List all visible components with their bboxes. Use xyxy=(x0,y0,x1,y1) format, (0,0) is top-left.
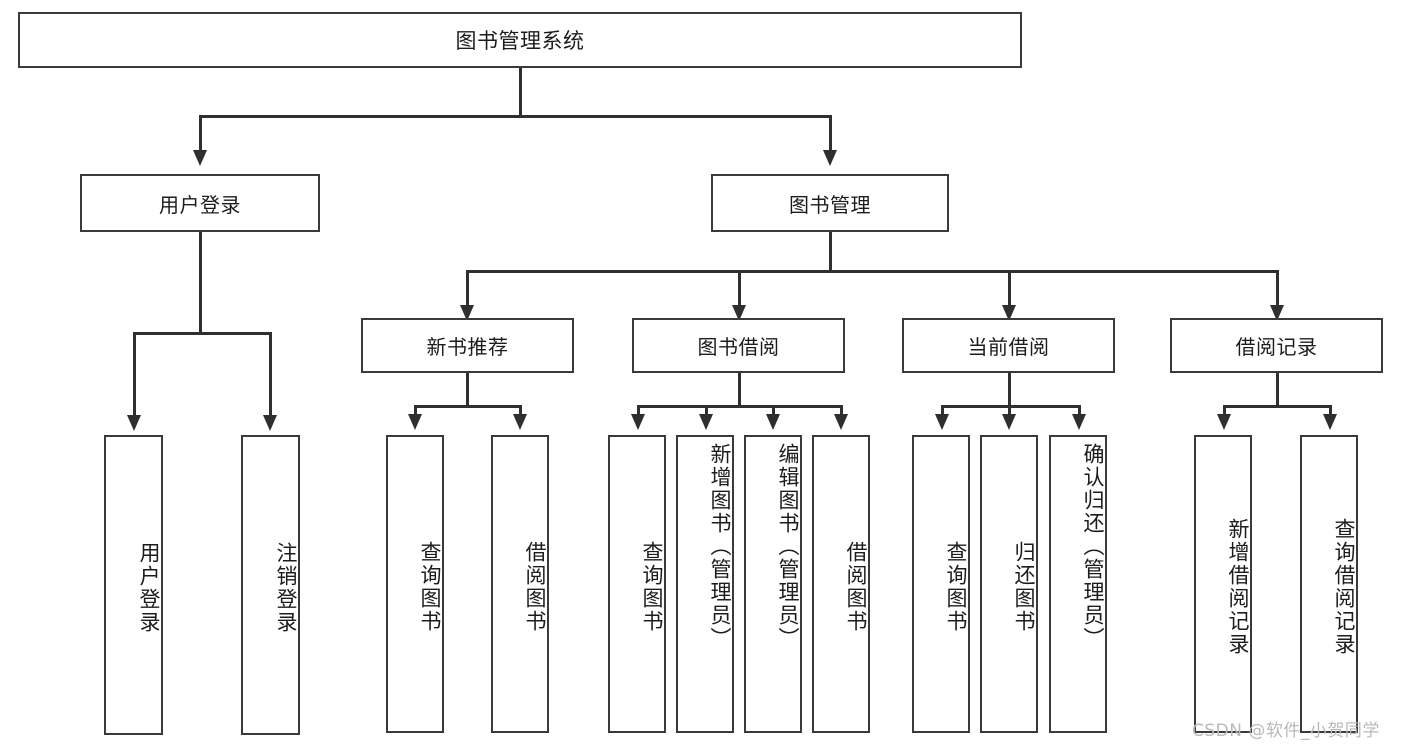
arrowhead-icon-borrow-record-0 xyxy=(1217,414,1231,430)
node-book-borrow[interactable]: 图书借阅 xyxy=(632,318,845,373)
connector-level2-drop-3 xyxy=(1276,270,1279,308)
connector-current-borrow-stem xyxy=(1008,373,1011,407)
arrowhead-icon-level1-1 xyxy=(823,150,837,166)
leaf-new-book-0[interactable]: 查询图书 xyxy=(386,435,444,733)
node-user-login[interactable]: 用户登录 xyxy=(80,174,320,232)
node-borrow-record[interactable]: 借阅记录 xyxy=(1170,318,1383,373)
arrowhead-icon-current-borrow-2 xyxy=(1072,414,1086,430)
leaf-user-login-0[interactable]: 用户登录 xyxy=(104,435,163,735)
node-label: 查询图书 xyxy=(418,541,442,633)
connector-new-book-drop-1 xyxy=(519,405,522,417)
node-book-management[interactable]: 图书管理 xyxy=(711,174,949,232)
arrowhead-icon-level2-1 xyxy=(732,305,746,321)
node-label: 图书管理系统 xyxy=(455,29,585,53)
arrowhead-icon-book-borrow-0 xyxy=(631,414,645,430)
connector-current-borrow-drop-2 xyxy=(1078,405,1081,417)
arrowhead-icon-book-borrow-2 xyxy=(766,414,780,430)
node-current-borrow[interactable]: 当前借阅 xyxy=(902,318,1115,373)
arrowhead-icon-current-borrow-0 xyxy=(935,414,949,430)
arrowhead-icon-book-borrow-3 xyxy=(834,414,848,430)
node-label: 新书推荐 xyxy=(426,335,509,359)
connector-borrow-record-drop-1 xyxy=(1329,405,1332,417)
node-label: 查询借阅记录 xyxy=(1332,518,1356,656)
node-label: 注销登录 xyxy=(274,542,298,634)
node-label: 编辑图书（管理员） xyxy=(776,443,800,650)
node-label: 借阅图书 xyxy=(523,541,547,633)
arrowhead-icon-book-borrow-1 xyxy=(699,414,713,430)
connector-current-borrow-drop-0 xyxy=(941,405,944,417)
node-root-book-management-system[interactable]: 图书管理系统 xyxy=(18,12,1022,68)
connector-new-book-stem xyxy=(466,373,469,407)
connector-level1-drop-1 xyxy=(829,115,832,153)
connector-level1-drop-0 xyxy=(199,115,202,153)
connector-user-login-bus xyxy=(133,332,271,335)
node-label: 借阅图书 xyxy=(844,541,868,633)
leaf-book-borrow-0[interactable]: 查询图书 xyxy=(608,435,666,733)
connector-level2-drop-1 xyxy=(738,270,741,308)
leaf-current-borrow-1[interactable]: 归还图书 xyxy=(980,435,1038,733)
node-label: 用户登录 xyxy=(137,542,161,634)
connector-borrow-record-drop-0 xyxy=(1223,405,1226,417)
arrowhead-icon-user-login-0 xyxy=(127,415,141,431)
connector-current-borrow-drop-1 xyxy=(1008,405,1011,417)
leaf-book-borrow-2[interactable]: 编辑图书（管理员） xyxy=(744,435,802,733)
arrowhead-icon-level2-3 xyxy=(1270,305,1284,321)
connector-borrow-record-bus xyxy=(1223,405,1331,408)
connector-level2-drop-2 xyxy=(1008,270,1011,308)
node-label: 查询图书 xyxy=(944,541,968,633)
arrowhead-icon-level2-0 xyxy=(460,305,474,321)
connector-borrow-record-stem xyxy=(1276,373,1279,407)
leaf-new-book-1[interactable]: 借阅图书 xyxy=(491,435,549,733)
leaf-current-borrow-2[interactable]: 确认归还（管理员） xyxy=(1049,435,1107,733)
connector-user-login-drop-0 xyxy=(133,332,136,418)
node-label: 确认归还（管理员） xyxy=(1081,443,1105,650)
arrowhead-icon-level1-0 xyxy=(193,150,207,166)
connector-book-borrow-drop-3 xyxy=(840,405,843,417)
leaf-user-login-1[interactable]: 注销登录 xyxy=(241,435,300,735)
connector-book-borrow-drop-0 xyxy=(637,405,640,417)
node-label: 图书管理 xyxy=(789,192,871,217)
connector-root-stem xyxy=(519,68,522,117)
connector-book-borrow-drop-2 xyxy=(772,405,775,417)
arrowhead-icon-new-book-1 xyxy=(513,414,527,430)
connector-level2-drop-0 xyxy=(466,270,469,308)
connector-user-login-drop-1 xyxy=(269,332,272,418)
arrowhead-icon-new-book-0 xyxy=(408,414,422,430)
connector-level2-bus xyxy=(466,270,1278,273)
arrowhead-icon-current-borrow-1 xyxy=(1002,414,1016,430)
leaf-borrow-record-0[interactable]: 新增借阅记录 xyxy=(1194,435,1252,733)
arrowhead-icon-user-login-1 xyxy=(263,415,277,431)
connector-book-management-stem xyxy=(829,232,832,272)
connector-book-borrow-bus xyxy=(637,405,842,408)
leaf-book-borrow-1[interactable]: 新增图书（管理员） xyxy=(676,435,734,733)
node-label: 图书借阅 xyxy=(697,335,780,359)
node-label: 新增借阅记录 xyxy=(1226,518,1250,656)
node-label: 借阅记录 xyxy=(1235,335,1318,359)
connector-book-borrow-drop-1 xyxy=(705,405,708,417)
node-label: 用户登录 xyxy=(159,192,241,217)
connector-book-borrow-stem xyxy=(738,373,741,407)
node-new-book-recommend[interactable]: 新书推荐 xyxy=(361,318,574,373)
arrowhead-icon-level2-2 xyxy=(1002,305,1016,321)
arrowhead-icon-borrow-record-1 xyxy=(1323,414,1337,430)
connector-level1-bus xyxy=(199,115,831,118)
connector-current-borrow-bus xyxy=(941,405,1080,408)
connector-new-book-bus xyxy=(414,405,521,408)
connector-new-book-drop-0 xyxy=(414,405,417,417)
node-label: 查询图书 xyxy=(640,541,664,633)
leaf-book-borrow-3[interactable]: 借阅图书 xyxy=(812,435,870,733)
node-label: 归还图书 xyxy=(1012,541,1036,633)
node-label: 新增图书（管理员） xyxy=(708,443,732,650)
watermark-text: CSDN @软件_小贺同学 xyxy=(1192,721,1380,741)
node-label: 当前借阅 xyxy=(967,335,1050,359)
leaf-borrow-record-1[interactable]: 查询借阅记录 xyxy=(1300,435,1358,733)
connector-user-login-stem xyxy=(199,232,202,334)
leaf-current-borrow-0[interactable]: 查询图书 xyxy=(912,435,970,733)
